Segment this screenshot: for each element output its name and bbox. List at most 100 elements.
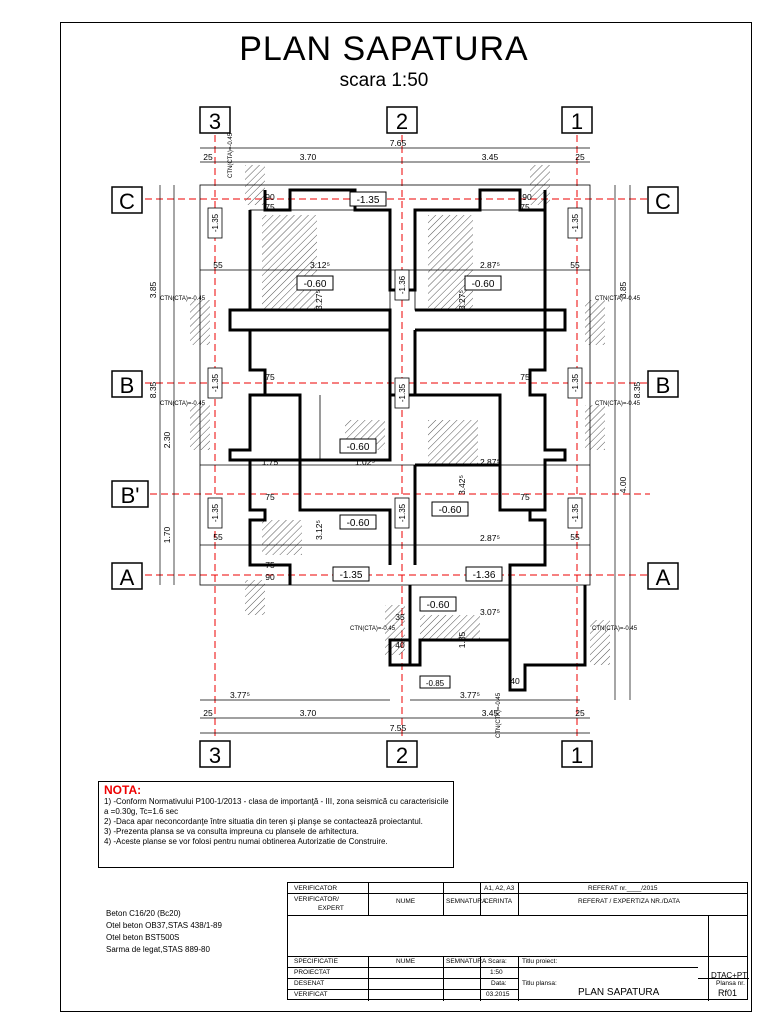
dim-75g: 75 [265,560,275,570]
tb-semnatura: SEMNATURA [446,898,487,905]
dim-left-170: 1.70 [162,526,172,543]
note-4: 4) -Aceste planse se vor folosi pentru n… [104,837,388,846]
dim-bottom-right: 3.45 [482,708,499,718]
tb-desenat: DESENAT [294,980,325,987]
ctn-label-6: CTN(CTA)=-0.45 [350,626,396,632]
dim-right-400: 4.00 [618,476,628,493]
tb-scara-label: Scara: [488,958,507,965]
dim-room-mr-w: 2.87⁵ [480,457,500,467]
axis-label-b-right: B [656,373,671,398]
dim-35: 35 [395,612,405,622]
level-vert-mid2: -1.35 [398,383,407,402]
level-vert-2: -1.35 [571,213,580,232]
axis-label-2-top: 2 [396,109,408,134]
ctn-label-5: CTN(CTA)=-0.45 [595,401,641,407]
axis-label-3-bottom: 3 [209,743,221,768]
tb-plansa-name: PLAN SAPATURA [578,987,660,998]
dim-bottom-25: 25 [203,708,213,718]
dim-75e: 75 [265,492,275,502]
level-room-bl: -0.60 [347,518,370,529]
material-1: Beton C16/20 (Bc20) [106,909,181,918]
axis-label-3-top: 3 [209,109,221,134]
dim-bottom-377-left: 3.77⁵ [230,690,250,700]
dim-room-ml-w2: 1.02⁵ [355,457,375,467]
level-room-tr: -0.60 [472,279,495,290]
dim-top-total: 7.65 [390,138,407,148]
tb-scara-value: 1:50 [490,969,503,976]
dim-75b: 75 [520,202,530,212]
dim-left-385: 3.85 [148,281,158,298]
level-beam-a-right: -1.36 [473,570,496,581]
dim-75f: 75 [520,492,530,502]
dim-bottom-25b: 25 [575,708,585,718]
dim-55a: 55 [213,260,223,270]
dim-room-tr-h: 3.27⁵ [457,290,467,310]
dim-room-bottom-w: 3.07⁵ [480,607,500,617]
axis-label-1-bottom: 1 [571,743,583,768]
axis-label-2-bottom: 2 [396,743,408,768]
tb-titlu-proiect: Titlu proiect: [522,958,558,965]
dim-left-total: 8.35 [148,381,158,398]
dim-75d: 75 [520,372,530,382]
dim-top-right: 3.45 [482,152,499,162]
dim-room-mr-h: 3.42⁵ [457,475,467,495]
tb-phase: DTAC+PT [711,971,748,980]
dim-room-br-w: 2.87⁵ [480,533,500,543]
tb-semnatura2: SEMNATURA [446,958,487,965]
axis-label-b-left: B [120,373,135,398]
dim-right-total: 8.35 [632,381,642,398]
dim-room-bottom-h: 1.85 [457,631,467,648]
axis-label-b-prime-left: B' [121,483,140,508]
level-beam-bottom: -0.85 [426,679,445,688]
title-block: VERIFICATOR VERIFICATOR/ EXPERT NUME SEM… [287,882,749,1001]
soil-hatch [190,165,610,665]
dim-room-tl-w: 3.12⁵ [310,260,330,270]
dim-right-385: 3.85 [618,281,628,298]
axis-label-1-top: 1 [571,109,583,134]
dim-bottom-left: 3.70 [300,708,317,718]
level-room-tl: -0.60 [304,279,327,290]
dim-90b: 90 [522,192,532,202]
ctn-label-4: CTN(CTA)=-0.45 [160,401,206,407]
tb-plansa-nr-label: Plansa nr. [716,980,745,987]
level-vert-6: -1.35 [571,503,580,522]
scale-label: scara 1:50 [339,70,429,91]
notes-title: NOTA: [104,783,142,797]
tb-nume: NUME [396,898,416,905]
materials-list: Beton C16/20 (Bc20) Otel beton OB37,STAS… [106,908,222,956]
axis-label-c-right: C [655,189,671,214]
dim-top-25b: 25 [575,152,585,162]
tb-proiectat: PROIECTAT [294,969,331,976]
note-1: 1) -Conform Normativului P100-1/2013 - c… [104,797,449,806]
level-vert-mid3: -1.35 [398,503,407,522]
tb-cerinta: CERINTA [484,898,513,905]
dim-55d: 55 [570,532,580,542]
dim-left-230: 2.30 [162,431,172,448]
ctn-label-2: CTN(CTA)=-0.45 [160,296,206,302]
dim-room-bl-h: 3.12⁵ [314,520,324,540]
material-2: Otel beton OB37,STAS 438/1-89 [106,921,222,930]
level-vert-4: -1.35 [571,373,580,392]
tb-referat-expertiza: REFERAT / EXPERTIZA NR./DATA [578,898,680,905]
dim-90: 90 [265,192,275,202]
dim-75c: 75 [265,372,275,382]
tb-titlu-plansa: Titlu plansa: [522,980,557,987]
tb-data-label: Data: [491,980,507,987]
level-top-beam: -1.35 [357,195,380,206]
dim-top-25: 25 [203,152,213,162]
level-room-mr: -0.60 [439,505,462,516]
axis-label-c-left: C [119,189,135,214]
dim-40: 40 [395,640,405,650]
note-1b: a =0.30g, Tc=1.6 sec [104,807,179,816]
tb-data-value: 03.2015 [486,991,510,998]
ctn-label-8: CTN(CTA)=-0.45 [496,692,502,738]
dim-bottom-total: 7.55 [390,723,407,733]
tb-specificatie: SPECIFICATIE [294,958,338,965]
dim-40b: 40 [510,676,520,686]
ctn-label-3: CTN(CTA)=-0.45 [595,296,641,302]
dim-75: 75 [265,202,275,212]
drawing-frame [60,22,752,1012]
tb-nume2: NUME [396,958,416,965]
axis-label-a-right: A [656,565,671,590]
tb-a-codes: A1, A2, A3 [484,885,515,892]
